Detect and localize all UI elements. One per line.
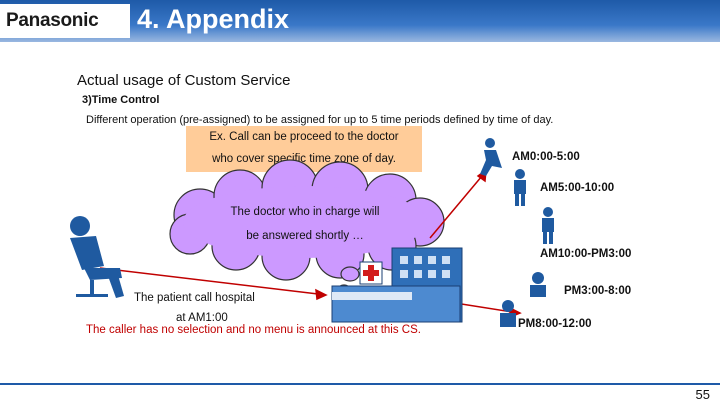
patient-text-1: The patient call hospital: [134, 292, 255, 304]
caller-note: The caller has no selection and no menu …: [86, 324, 421, 336]
doctor-figures: [480, 138, 554, 327]
page-number: 55: [680, 387, 710, 402]
footer-divider: [0, 383, 720, 385]
cloud-line-2: be answered shortly …: [190, 230, 420, 242]
patient-figure: [70, 216, 124, 298]
patient-text-2: at AM1:00: [176, 312, 228, 324]
time-period-3: AM10:00-PM3:00: [540, 248, 631, 260]
time-period-2: AM5:00-10:00: [540, 182, 614, 194]
time-period-5: PM8:00-12:00: [518, 318, 592, 330]
time-period-1: AM0:00-5:00: [512, 151, 580, 163]
time-period-4: PM3:00-8:00: [564, 285, 631, 297]
cloud-line-1: The doctor who in charge will: [190, 206, 420, 218]
